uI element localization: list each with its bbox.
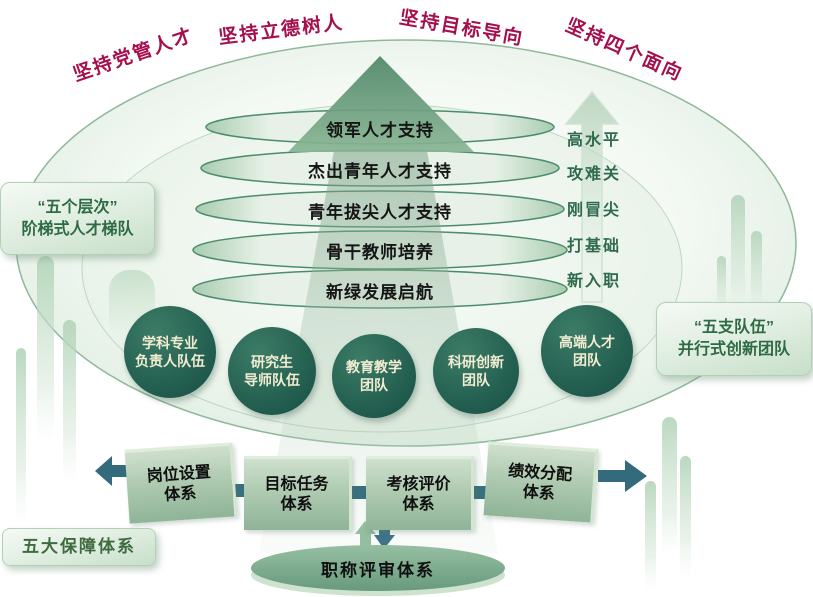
growth-up-arrow-icon <box>564 90 620 303</box>
stage-label: 刚冒尖 <box>567 202 622 219</box>
stage-label: 高水平 <box>567 132 622 149</box>
team-line2: 团队 <box>462 372 490 388</box>
bottom-badge-label: 五大保障体系 <box>22 537 136 556</box>
team-circle: 研究生 导师队伍 <box>228 327 316 415</box>
review-ellipse-label: 职称评审体系 <box>321 561 435 580</box>
system-line2: 体系 <box>402 495 435 513</box>
team-circle: 学科专业 负责人队伍 <box>124 306 216 398</box>
team-line1: 科研创新 <box>448 354 504 370</box>
system-line1: 岗位设置 <box>146 463 212 485</box>
left-badge: “五个层次” 阶梯式人才梯队 <box>0 182 155 255</box>
team-circle: 科研创新 团队 <box>433 328 519 414</box>
system-line2: 体系 <box>522 483 556 503</box>
team-line2: 团队 <box>360 377 388 393</box>
left-badge-line2: 阶梯式人才梯队 <box>21 220 134 238</box>
system-box: 考核评价 体系 <box>366 456 474 530</box>
system-box: 绩效分配 体系 <box>483 441 599 523</box>
right-badge-line1: “五支队伍” <box>693 319 774 336</box>
level-label: 领军人才支持 <box>326 121 434 140</box>
stage-label: 打基础 <box>567 238 622 255</box>
system-line2: 体系 <box>280 495 313 513</box>
decorative-bars-right-top <box>717 195 762 314</box>
team-line1: 学科专业 <box>142 335 198 351</box>
stage-label: 攻难关 <box>567 166 622 183</box>
system-box: 岗位设置 体系 <box>124 442 238 524</box>
right-arrow-icon <box>598 460 647 492</box>
level-label: 杰出青年人才支持 <box>308 162 452 181</box>
level-label: 骨干教师培养 <box>326 243 434 262</box>
team-circle: 教育教学 团队 <box>332 334 416 418</box>
decorative-bars-right-bottom <box>645 417 691 590</box>
left-badge-line1: “五个层次” <box>37 198 118 216</box>
team-line1: 高端人才 <box>559 334 615 350</box>
team-line2: 导师队伍 <box>244 372 300 388</box>
team-line1: 研究生 <box>251 354 293 370</box>
stage-label: 新入职 <box>567 273 622 290</box>
left-arrow-icon <box>95 456 130 486</box>
level-label: 青年拔尖人才支持 <box>308 203 452 222</box>
team-line1: 教育教学 <box>346 359 402 375</box>
team-line2: 负责人队伍 <box>135 353 205 369</box>
right-badge: “五支队伍” 并行式创新团队 <box>656 302 812 376</box>
system-box: 目标任务 体系 <box>244 456 352 530</box>
system-line1: 目标任务 <box>264 475 329 493</box>
team-circle: 高端人才 团队 <box>541 305 633 397</box>
team-line2: 团队 <box>573 352 601 368</box>
bottom-badge: 五大保障体系 <box>2 528 156 566</box>
review-ellipse <box>251 545 505 591</box>
right-badge-line2: 并行式创新团队 <box>677 341 790 358</box>
system-line1: 绩效分配 <box>507 462 573 484</box>
system-line2: 体系 <box>163 484 197 504</box>
level-label: 新绿发展启航 <box>326 283 434 302</box>
system-line1: 考核评价 <box>386 475 451 493</box>
pyramid-arrow-icon <box>288 56 474 152</box>
